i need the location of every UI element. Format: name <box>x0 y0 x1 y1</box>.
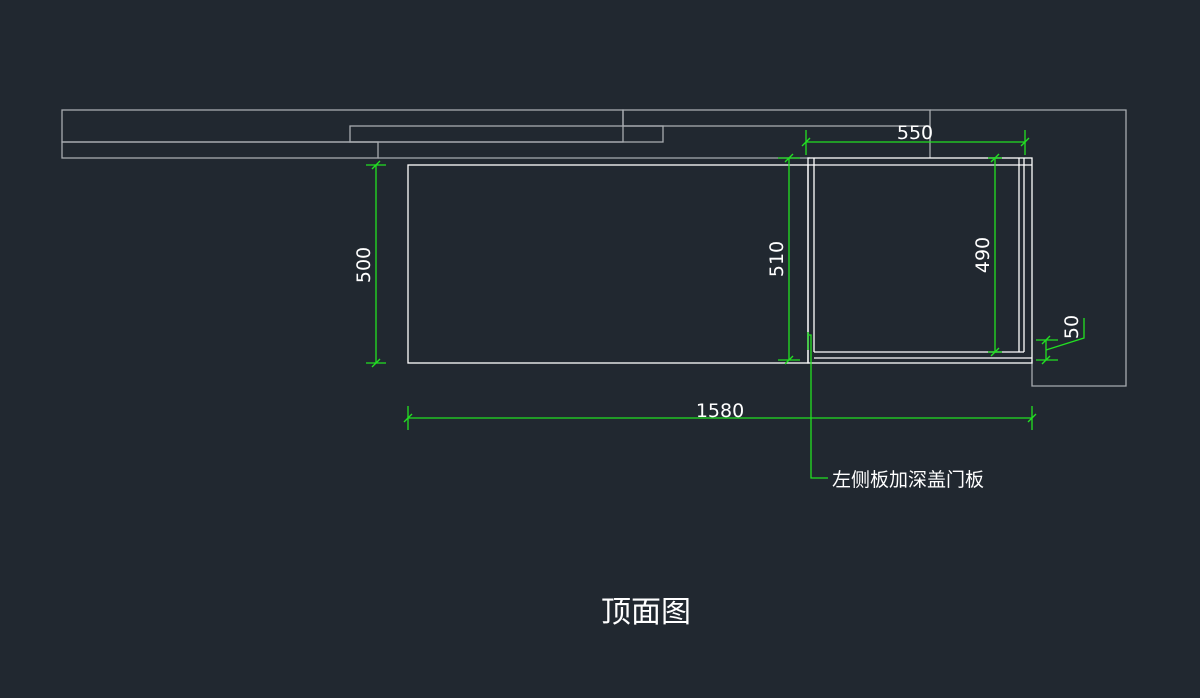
callout-leader <box>808 334 828 479</box>
dim-510-label: 510 <box>766 241 788 277</box>
dim-50-leader <box>1045 318 1085 351</box>
corner-cabinet <box>807 157 1033 364</box>
dim-tick <box>1020 137 1030 147</box>
dim-1580-label: 1580 <box>696 400 744 422</box>
cabinets <box>407 157 1033 364</box>
outline-top-right-strip <box>622 109 931 127</box>
dim-tick <box>784 153 794 163</box>
dim-tick <box>990 347 1000 357</box>
dim-tick <box>1041 355 1051 365</box>
dim-tick <box>784 355 794 365</box>
dim-tick <box>403 413 413 423</box>
dim-50-label: 50 <box>1061 315 1083 339</box>
dim-500-label: 500 <box>353 247 375 283</box>
wall-outline <box>61 109 1127 387</box>
dim-tick <box>1041 335 1051 345</box>
callout-label: 左侧板加深盖门板 <box>832 469 984 491</box>
dim-tick <box>371 160 381 170</box>
dimension-lines <box>366 130 1085 479</box>
dim-550-label: 550 <box>897 122 933 144</box>
dim-490-label: 490 <box>972 237 994 273</box>
outline-lower-strip <box>61 141 379 159</box>
dim-tick <box>801 137 811 147</box>
outline-middle-strip <box>349 125 664 143</box>
dim-tick <box>371 358 381 368</box>
drawing-title: 顶面图 <box>601 595 691 630</box>
dimension-labels: 550 500 510 490 50 1580 <box>353 122 1083 422</box>
long-cabinet <box>407 164 809 364</box>
dim-tick <box>990 153 1000 163</box>
dim-tick <box>1027 413 1037 423</box>
outline-right-wall <box>930 109 1127 387</box>
